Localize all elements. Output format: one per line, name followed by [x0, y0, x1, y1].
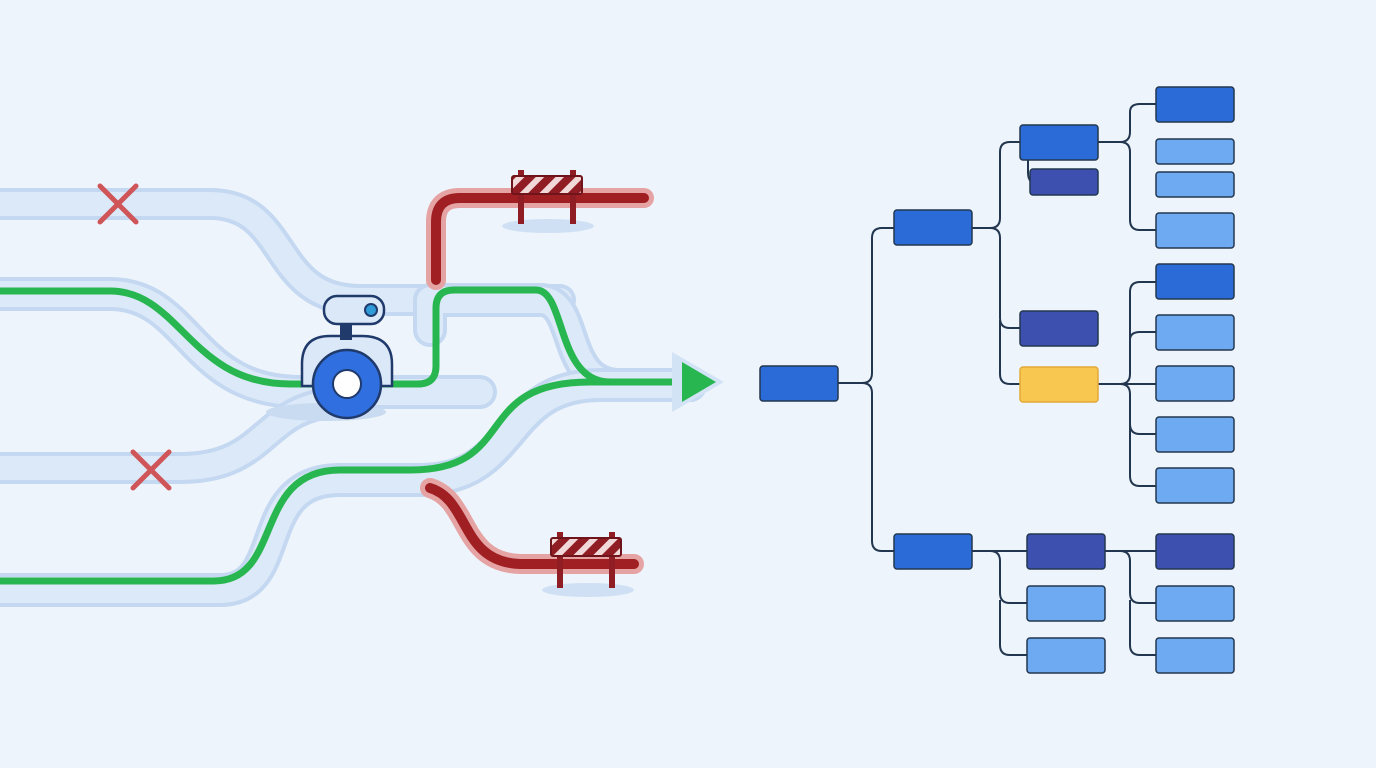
tree-connector — [1119, 383, 1156, 487]
tree-connector — [1098, 103, 1156, 143]
success-path-main — [0, 286, 696, 388]
tree-connector — [989, 550, 1028, 604]
road-barrier-icon — [542, 532, 634, 597]
tree-node — [893, 533, 973, 570]
tree-node — [1155, 212, 1235, 249]
tree-node-highlight — [1019, 366, 1099, 403]
tree-node — [1155, 138, 1235, 165]
tree-connector — [1129, 331, 1156, 341]
tree-node — [1155, 533, 1235, 570]
tree-node — [1019, 310, 1099, 347]
tree-node — [1019, 124, 1099, 161]
tree-node — [1155, 585, 1235, 622]
tree-node — [1155, 314, 1235, 351]
blocked-paths — [420, 188, 654, 574]
success-path-bottom — [0, 378, 696, 585]
tree-node — [1155, 86, 1235, 123]
robot-icon — [266, 294, 394, 421]
tree-node — [1155, 365, 1235, 402]
tree-node — [1155, 171, 1235, 198]
tree-node — [1155, 637, 1235, 674]
tree-node — [1026, 585, 1106, 622]
success-paths — [0, 286, 724, 585]
tree-connector — [1119, 281, 1156, 385]
tree-connector — [1119, 550, 1156, 604]
tree-node — [1155, 467, 1235, 504]
tree-node — [1029, 168, 1099, 196]
x-mark-icon — [130, 449, 172, 491]
tree-node-root — [759, 365, 839, 402]
blocked-path-upper — [426, 188, 654, 290]
tree-connector — [1129, 423, 1156, 435]
tree-nodes — [759, 86, 1235, 674]
tree-connector — [1119, 141, 1156, 231]
tree-connector — [999, 320, 1020, 385]
tree-node — [1155, 416, 1235, 453]
tree-connector — [1129, 600, 1156, 656]
tree-node — [1026, 533, 1106, 570]
arrow-right-icon — [682, 362, 716, 402]
tree-node — [1026, 637, 1106, 674]
tree-connector — [989, 227, 1020, 329]
x-mark-icon — [97, 183, 139, 225]
decision-tree — [838, 103, 1156, 656]
tree-connector — [999, 600, 1028, 656]
tree-node — [893, 209, 973, 246]
tree-connector — [838, 227, 894, 384]
road-barrier-icon — [502, 170, 594, 233]
tree-connector — [861, 382, 894, 552]
tree-connector — [972, 141, 1020, 229]
tree-node — [1155, 263, 1235, 300]
